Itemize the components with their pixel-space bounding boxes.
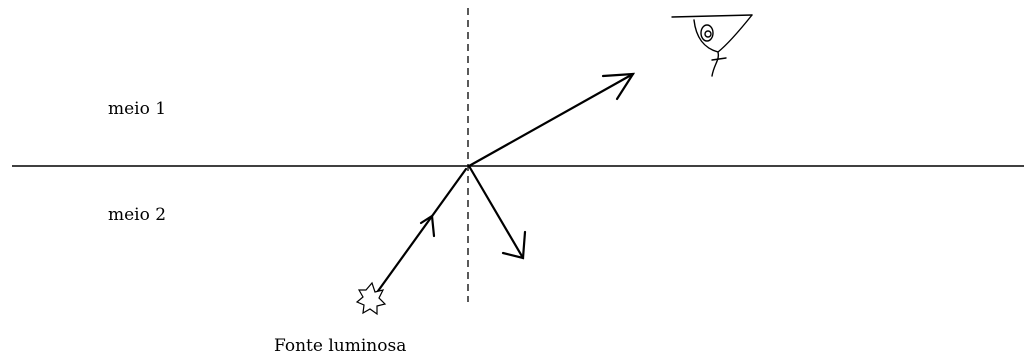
starburst-icon [355,281,387,316]
medium-1-label: meio 1 [108,99,167,119]
refracted-ray [467,72,636,168]
medium-2-label: meio 2 [108,205,167,225]
reflected-arrowhead [501,230,527,260]
incident-arrowhead [419,214,436,238]
refracted-arrowhead [601,72,636,101]
light-source-label: Fonte luminosa [274,336,407,356]
incident-ray [371,167,468,300]
eye-icon [671,14,753,77]
reflected-ray [467,164,527,260]
